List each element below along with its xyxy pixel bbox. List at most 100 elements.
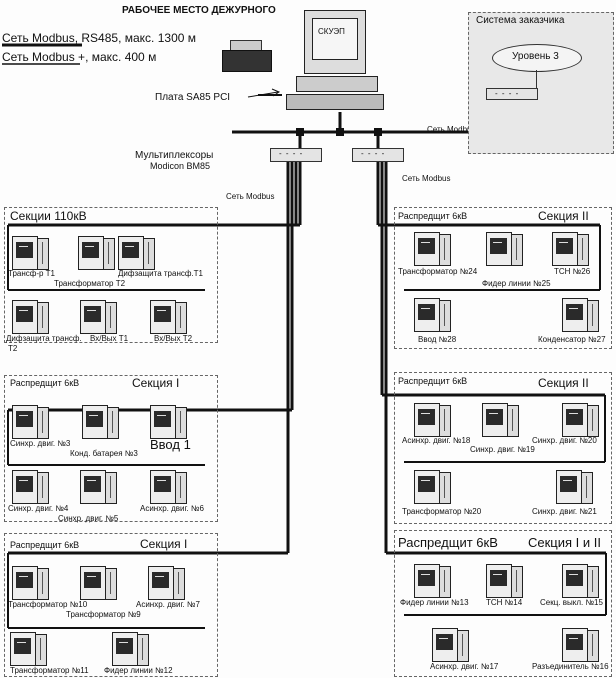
switchgear-r1 bbox=[4, 375, 218, 522]
device-label: Трансформатор №10 bbox=[8, 600, 88, 609]
device-label: Дифзащита трансф. bbox=[6, 334, 82, 343]
mux-label-2: Modicon BM85 bbox=[150, 161, 211, 171]
device-icon bbox=[150, 470, 187, 504]
device-icon bbox=[562, 298, 599, 332]
r2-section: Секция I bbox=[140, 537, 188, 551]
device-label: Фидер линии №13 bbox=[400, 598, 469, 607]
device-icon bbox=[112, 632, 149, 666]
device-label: Асинхр. двиг. №7 bbox=[136, 600, 200, 609]
device-label: Фидер линии №25 bbox=[482, 279, 551, 288]
device-label: Синхр. двиг. №21 bbox=[532, 507, 597, 516]
device-icon bbox=[148, 566, 185, 600]
screen-label: СКУЭП bbox=[318, 27, 345, 36]
device-icon bbox=[10, 632, 47, 666]
device-icon bbox=[78, 236, 115, 270]
device-icon bbox=[118, 236, 155, 270]
device-icon bbox=[12, 300, 49, 334]
device-label: Трансформатор №20 bbox=[402, 507, 482, 516]
device-label: Вх/Вых Т2 bbox=[154, 334, 193, 343]
device-icon bbox=[82, 405, 119, 439]
device-icon bbox=[414, 470, 451, 504]
device-label: ТСН №26 bbox=[554, 267, 591, 276]
device-icon bbox=[414, 564, 451, 598]
device-label: Конденсатор №27 bbox=[538, 335, 606, 344]
r3-title: Распредщит 6кВ bbox=[398, 211, 468, 221]
device-label: Асинхр. двиг. №17 bbox=[430, 662, 499, 671]
legend-modbus: Сеть Modbus, RS485, макс. 1300 м bbox=[2, 32, 196, 44]
customer-system-title: Система заказчика bbox=[476, 15, 565, 26]
device-icon bbox=[562, 403, 599, 437]
device-icon bbox=[150, 405, 187, 439]
device-icon bbox=[486, 232, 523, 266]
device-label: Трансформатор №11 bbox=[10, 666, 89, 675]
device-label: Синхр. двиг. №5 bbox=[58, 514, 119, 523]
device-icon bbox=[12, 566, 49, 600]
device-label: Асинхр. двиг. №6 bbox=[140, 504, 204, 513]
device-icon bbox=[432, 628, 469, 662]
device-label: Конд. батарея №3 bbox=[70, 449, 138, 458]
device-label: Синхр. двиг. №19 bbox=[470, 445, 535, 454]
device-icon bbox=[562, 628, 599, 662]
device-label: Секц. выкл. №15 bbox=[540, 598, 603, 607]
net-modbus-left-label: Сеть Modbus bbox=[226, 192, 275, 201]
legend-modbus-plus-name: Сеть Modbus + bbox=[2, 50, 86, 64]
customer-gateway bbox=[486, 88, 538, 100]
customer-level-ellipse bbox=[492, 44, 582, 72]
device-label: Вх/Вых Т1 bbox=[90, 334, 129, 343]
workstation-title: РАБОЧЕЕ МЕСТО ДЕЖУРНОГО bbox=[122, 5, 276, 16]
device-label: Ввод №28 bbox=[418, 335, 457, 344]
r4-section: Секция II bbox=[538, 376, 589, 390]
device-label: Трансформатор №24 bbox=[398, 267, 478, 276]
device-label: Асинхр. двиг. №18 bbox=[402, 436, 471, 445]
device-label: Т2 bbox=[8, 344, 18, 353]
device-icon bbox=[562, 564, 599, 598]
device-icon bbox=[552, 232, 589, 266]
printer-icon bbox=[222, 40, 272, 74]
section-110kv bbox=[4, 207, 218, 343]
net-modbus-plus-label: Сеть Modbus+ bbox=[427, 125, 481, 134]
device-icon bbox=[12, 470, 49, 504]
device-label: ТСН №14 bbox=[486, 598, 523, 607]
device-icon bbox=[80, 300, 117, 334]
device-label: Синхр. двиг. №3 bbox=[10, 439, 71, 448]
device-icon bbox=[414, 232, 451, 266]
r1-section: Секция I bbox=[132, 376, 180, 390]
switchgear-r2 bbox=[4, 533, 218, 677]
device-label: Трансформатор №9 bbox=[66, 610, 141, 619]
r3-section: Секция II bbox=[538, 209, 589, 223]
legend-modbus-plus: Сеть Modbus +, макс. 400 м bbox=[2, 51, 156, 63]
device-label: Трансформатор Т2 bbox=[54, 279, 126, 288]
device-label: Ввод 1 bbox=[150, 437, 191, 452]
legend-modbus-name: Сеть Modbus bbox=[2, 31, 75, 45]
device-label: Фидер линии №12 bbox=[104, 666, 173, 675]
r1-title: Распредщит 6кВ bbox=[10, 378, 80, 388]
net-modbus-right-label: Сеть Modbus bbox=[402, 174, 451, 183]
device-label: Синхр. двиг. №4 bbox=[8, 504, 69, 513]
device-icon bbox=[414, 298, 451, 332]
device-icon bbox=[150, 300, 187, 334]
device-icon bbox=[12, 236, 49, 270]
legend-modbus-spec: , RS485, макс. 1300 м bbox=[74, 31, 197, 45]
section-110kv-title: Секции 110кВ bbox=[10, 209, 87, 223]
device-label: Дифзащита трансф.Т1 bbox=[118, 269, 204, 278]
device-icon bbox=[486, 564, 523, 598]
device-label: Трансф-р Т1 bbox=[8, 269, 56, 278]
multiplexer-left bbox=[270, 148, 322, 162]
device-icon bbox=[414, 403, 451, 437]
customer-level-label: Уровень 3 bbox=[512, 51, 559, 62]
customer-system-box bbox=[468, 12, 614, 154]
device-icon bbox=[80, 470, 117, 504]
switchgear-r4 bbox=[394, 372, 612, 524]
computer-icon bbox=[282, 10, 392, 122]
mux-label-1: Мультиплексоры bbox=[135, 150, 214, 161]
r4-title: Распредщит 6кВ bbox=[398, 376, 468, 386]
r5-section: Секция I и II bbox=[528, 535, 601, 550]
board-label: Плата SA85 PCI bbox=[155, 92, 231, 103]
device-icon bbox=[12, 405, 49, 439]
device-icon bbox=[80, 566, 117, 600]
switchgear-r5 bbox=[394, 530, 612, 677]
device-label: Разъединитель №16 bbox=[532, 662, 609, 671]
multiplexer-right bbox=[352, 148, 404, 162]
r2-title: Распредщит 6кВ bbox=[10, 540, 80, 550]
